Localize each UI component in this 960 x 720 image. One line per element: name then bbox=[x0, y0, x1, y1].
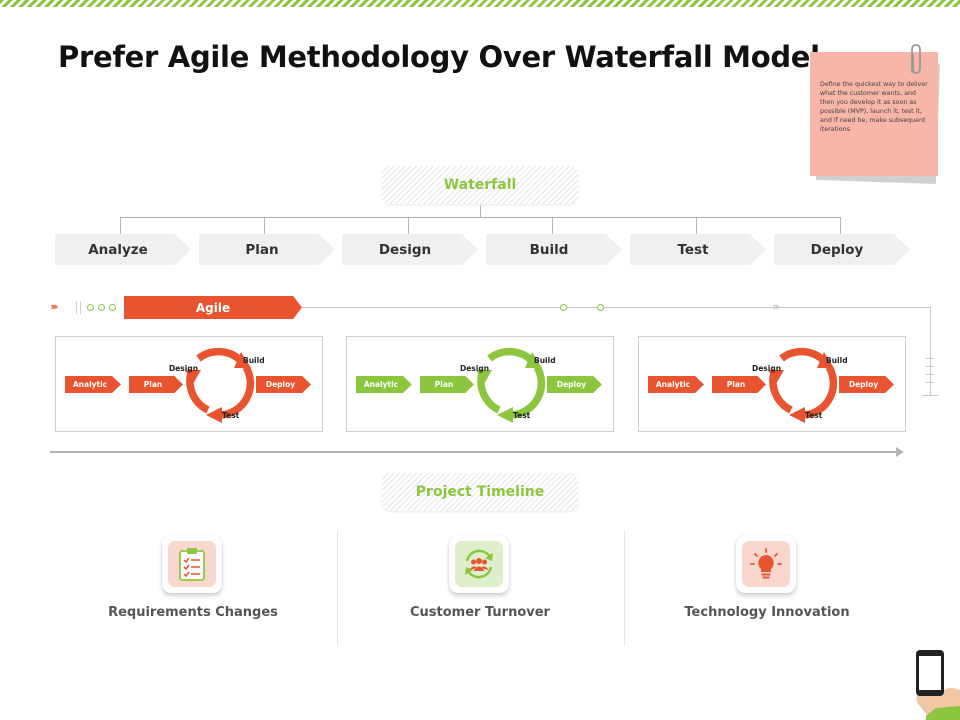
timeline-dot bbox=[109, 304, 116, 311]
timeline-dot bbox=[98, 304, 105, 311]
feature-customer-turnover: Customer Turnover bbox=[337, 533, 623, 643]
cycle-tag-deploy: Deploy bbox=[839, 376, 894, 393]
scale-base bbox=[922, 395, 938, 396]
timeline-line bbox=[302, 307, 930, 308]
tick-mark bbox=[76, 301, 77, 314]
cycle-label-test: Test bbox=[222, 411, 240, 420]
tree-drop-deploy bbox=[840, 217, 841, 234]
agile-cycle-3: Analytic Plan Deploy Design Build Test bbox=[638, 336, 906, 432]
waterfall-label: Waterfall bbox=[382, 166, 578, 204]
cycle-tag-plan: Plan bbox=[420, 376, 474, 393]
feature-label: Customer Turnover bbox=[410, 605, 550, 620]
cycle-label-build: Build bbox=[534, 356, 556, 365]
project-timeline-label-text: Project Timeline bbox=[415, 484, 545, 500]
cycle-label-build: Build bbox=[243, 356, 265, 365]
waterfall-step-analyze: Analyze bbox=[55, 234, 191, 265]
timeline-dot bbox=[560, 304, 567, 311]
timeline-arrow-line bbox=[50, 451, 898, 453]
cycle-tag-analytic: Analytic bbox=[65, 376, 121, 393]
agile-label: Agile bbox=[195, 300, 231, 315]
cycle-label-design: Design bbox=[752, 364, 782, 373]
timeline-arrow-head bbox=[896, 447, 904, 457]
column-separator bbox=[624, 530, 625, 646]
clipboard-icon-glyph bbox=[179, 548, 205, 581]
cycle-tag-analytic: Analytic bbox=[648, 376, 704, 393]
waterfall-label-text: Waterfall bbox=[443, 177, 517, 193]
chevrons-orange-icon: ›››› bbox=[50, 300, 58, 313]
tree-stem bbox=[480, 205, 481, 217]
page-title: Prefer Agile Methodology Over Waterfall … bbox=[58, 40, 820, 74]
cycle-tag-plan: Plan bbox=[129, 376, 183, 393]
waterfall-step-build: Build bbox=[486, 234, 622, 265]
waterfall-step-test: Test bbox=[630, 234, 766, 265]
feature-label: Requirements Changes bbox=[108, 605, 278, 620]
cycle-tag-plan: Plan bbox=[712, 376, 766, 393]
tree-horizontal bbox=[120, 217, 841, 218]
sticky-note-text: Define the quickest way to deliver what … bbox=[820, 81, 928, 133]
cycle-label-design: Design bbox=[169, 364, 199, 373]
cycle-arrows-icon bbox=[768, 347, 838, 423]
cycle-tag-deploy: Deploy bbox=[547, 376, 602, 393]
cycle-tag-analytic: Analytic bbox=[356, 376, 412, 393]
cycle-label-test: Test bbox=[805, 411, 823, 420]
feature-label: Technology Innovation bbox=[684, 605, 850, 620]
timeline-dot bbox=[597, 304, 604, 311]
clipboard-icon bbox=[162, 535, 222, 593]
timeline-dot bbox=[87, 304, 94, 311]
cycle-label-build: Build bbox=[826, 356, 848, 365]
tree-drop-analyze bbox=[120, 217, 121, 234]
phone-in-hand-icon bbox=[916, 650, 960, 720]
tree-drop-build bbox=[552, 217, 553, 234]
column-separator bbox=[337, 530, 338, 646]
cycle-arrows-icon bbox=[185, 347, 255, 423]
project-timeline-label: Project Timeline bbox=[382, 473, 578, 511]
waterfall-step-design: Design bbox=[342, 234, 478, 265]
agile-bar: Agile bbox=[124, 296, 302, 319]
cycle-tag-deploy: Deploy bbox=[256, 376, 311, 393]
scale-tick bbox=[926, 366, 934, 367]
tree-drop-design bbox=[408, 217, 409, 234]
paperclip-icon bbox=[911, 44, 921, 74]
cycle-label-test: Test bbox=[513, 411, 531, 420]
agile-cycle-2: Analytic Plan Deploy Design Build Test bbox=[346, 336, 614, 432]
customer-cycle-icon bbox=[449, 535, 509, 593]
lightbulb-icon-glyph bbox=[750, 548, 782, 579]
customer-cycle-icon-glyph bbox=[465, 549, 493, 579]
cycle-label-design: Design bbox=[460, 364, 490, 373]
feature-requirements-changes: Requirements Changes bbox=[50, 533, 336, 643]
top-stripe-decoration bbox=[0, 0, 960, 7]
scale-tick bbox=[926, 382, 934, 383]
tick-mark bbox=[80, 301, 81, 314]
waterfall-step-deploy: Deploy bbox=[774, 234, 910, 265]
cycle-arrows-icon bbox=[476, 347, 546, 423]
chevrons-grey-icon: ›››› bbox=[772, 300, 780, 313]
feature-technology-innovation: Technology Innovation bbox=[624, 533, 910, 643]
agile-cycle-1: Analytic Plan Deploy Design Build Test bbox=[55, 336, 323, 432]
tree-drop-plan bbox=[264, 217, 265, 234]
scale-tick bbox=[926, 374, 934, 375]
scale-tick bbox=[926, 358, 934, 359]
timeline-drop-line bbox=[930, 307, 931, 395]
lightbulb-icon bbox=[736, 535, 796, 593]
waterfall-step-plan: Plan bbox=[199, 234, 335, 265]
tree-drop-test bbox=[696, 217, 697, 234]
